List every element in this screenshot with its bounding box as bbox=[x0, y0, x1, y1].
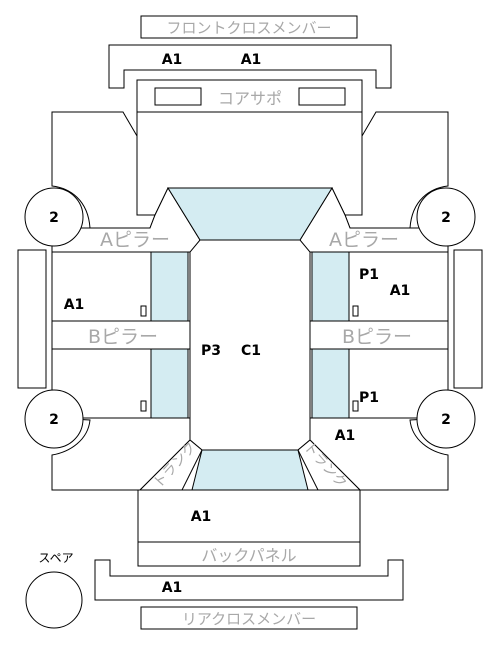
front-member-code-right: A1 bbox=[241, 52, 262, 68]
rear-cross-member[interactable] bbox=[94, 559, 404, 601]
rear-cross-member-box[interactable] bbox=[140, 606, 358, 630]
rear-left-wheel[interactable] bbox=[24, 389, 84, 449]
front-member-code-left: A1 bbox=[162, 52, 183, 68]
left-a-pillar-label: Aピラー bbox=[100, 229, 170, 251]
front-right-wheel-code: 2 bbox=[441, 210, 451, 226]
rear-right-wheel[interactable] bbox=[416, 389, 476, 449]
front-cross-member-box[interactable] bbox=[140, 15, 358, 39]
trunk-lid[interactable] bbox=[137, 489, 361, 543]
right-front-door-handle[interactable] bbox=[352, 305, 359, 317]
right-rear-window[interactable] bbox=[311, 348, 350, 419]
left-side-step[interactable] bbox=[17, 249, 47, 389]
rear-window[interactable] bbox=[191, 449, 309, 491]
front-left-wheel-code: 2 bbox=[49, 210, 59, 226]
right-rear-door-p1-code: P1 bbox=[359, 390, 379, 406]
core-support-label: コアサポ bbox=[218, 89, 282, 108]
roof-code-c1: C1 bbox=[241, 343, 261, 359]
left-rear-door-handle[interactable] bbox=[140, 400, 147, 412]
trunk-code: A1 bbox=[191, 509, 212, 525]
left-b-pillar-label: Bピラー bbox=[88, 326, 158, 348]
right-rear-door-handle[interactable] bbox=[352, 400, 359, 412]
left-headlight[interactable] bbox=[154, 87, 202, 106]
right-headlight[interactable] bbox=[298, 87, 346, 106]
spare-tire[interactable] bbox=[25, 571, 83, 629]
rear-right-wheel-code: 2 bbox=[441, 412, 451, 428]
front-left-wheel[interactable] bbox=[24, 187, 84, 247]
rear-left-wheel-code: 2 bbox=[49, 412, 59, 428]
right-front-fender[interactable] bbox=[344, 111, 449, 229]
spare-label: スペア bbox=[38, 551, 73, 565]
right-rear-quarter-code: A1 bbox=[335, 428, 356, 444]
left-front-window[interactable] bbox=[150, 251, 189, 322]
left-rear-window[interactable] bbox=[150, 348, 189, 419]
right-a-pillar-label: Aピラー bbox=[329, 229, 399, 251]
right-b-pillar[interactable] bbox=[309, 320, 449, 350]
back-panel-label: バックパネル bbox=[201, 546, 296, 565]
right-b-pillar-label: Bピラー bbox=[342, 326, 412, 348]
right-front-door-code: A1 bbox=[390, 283, 411, 299]
left-sill-code: A1 bbox=[64, 297, 85, 313]
right-front-window[interactable] bbox=[311, 251, 350, 322]
left-front-door-handle[interactable] bbox=[140, 305, 147, 317]
left-front-fender[interactable] bbox=[51, 111, 156, 229]
front-cross-member[interactable] bbox=[108, 44, 392, 89]
rear-cross-member-label: リアクロスメンバー bbox=[182, 610, 316, 628]
roof-code-p3: P3 bbox=[201, 343, 221, 359]
front-right-wheel[interactable] bbox=[416, 187, 476, 247]
right-front-door-p1-code: P1 bbox=[359, 267, 379, 283]
rear-member-code: A1 bbox=[162, 580, 183, 596]
front-cross-member-label: フロントクロスメンバー bbox=[166, 19, 331, 37]
right-side-step[interactable] bbox=[453, 249, 483, 389]
back-panel[interactable] bbox=[137, 541, 361, 567]
